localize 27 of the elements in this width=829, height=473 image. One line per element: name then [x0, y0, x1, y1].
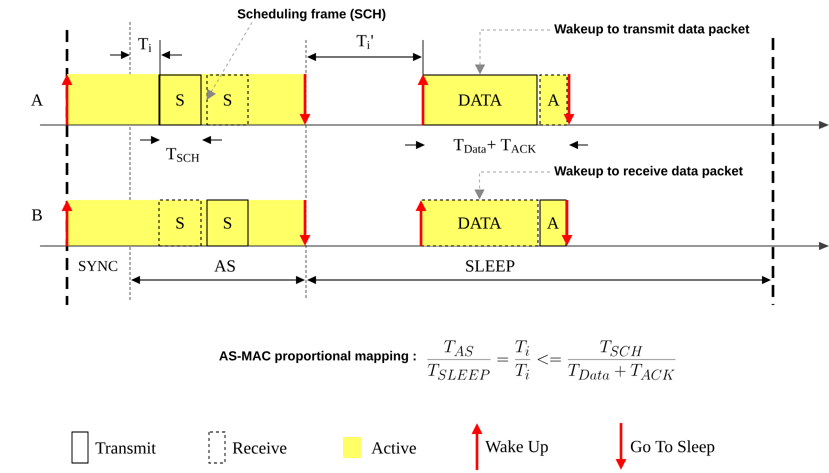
period-label: AS	[214, 260, 235, 272]
receive-frame-box: S	[158, 200, 202, 246]
legend-text: Active	[371, 442, 416, 454]
legend-text: Go To Sleep	[630, 440, 714, 456]
row-label: B	[32, 209, 42, 221]
receive-frame-box: A	[540, 74, 568, 126]
transmit-frame-box: A	[540, 200, 566, 246]
legend-text: Wake Up	[485, 440, 548, 456]
dimension-label: T$_{i}$	[138, 38, 152, 52]
callout-text: Wakeup to receive data packet	[554, 166, 743, 178]
period-label: SLEEP	[466, 260, 514, 272]
legend-text: Receive	[232, 442, 286, 454]
formula: $\frac{T_{AS}}{T_{SLEEP}}=\frac{T_{i}}{T_{i}}<=\frac{T_{SCH}}{T_{Data}+T_{ACK}}$	[427, 340, 676, 380]
dimension-label: T$_{i}$'	[356, 35, 373, 49]
callout-text: Wakeup to transmit data packet	[554, 24, 750, 36]
formula-caption: AS-MAC proportional mapping :	[219, 350, 416, 364]
legend-text: Transmit	[96, 442, 156, 454]
transmit-frame-box: S	[206, 200, 248, 246]
row-label: A	[31, 94, 44, 106]
dimension-label: T$_{Data}$+ T$_{ACK}$	[454, 139, 536, 153]
transmit-frame-box: DATA	[422, 74, 538, 126]
receive-frame-box: S	[206, 74, 248, 126]
callout-text: Scheduling frame (SCH)	[238, 8, 386, 22]
period-label: SYNC	[79, 260, 118, 272]
dimension-label: T$_{SCH}$	[166, 148, 200, 162]
transmit-frame-box: S	[158, 74, 202, 126]
leader-line	[206, 22, 252, 100]
